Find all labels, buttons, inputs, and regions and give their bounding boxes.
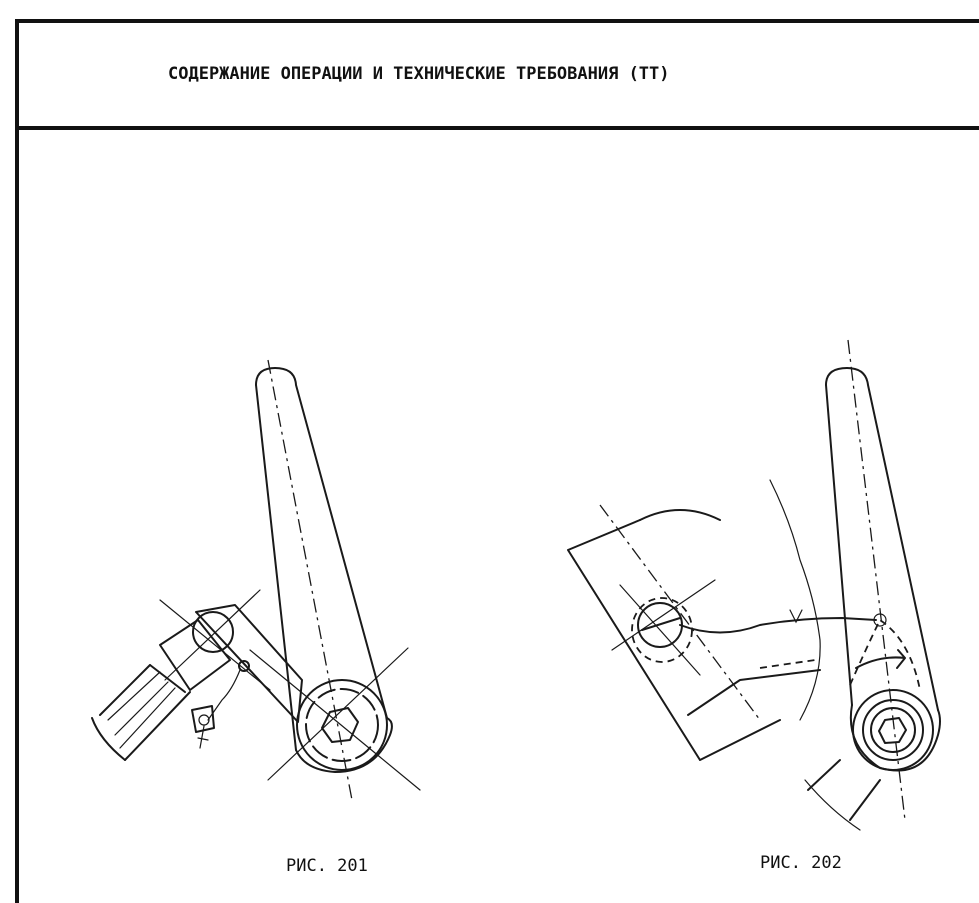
bracket-hidden-edge	[759, 659, 816, 669]
rod-shading	[107, 671, 176, 749]
hex-nut	[878, 717, 907, 744]
wire-hole	[238, 660, 250, 672]
bracket-centerline	[599, 504, 761, 721]
clevis-body	[159, 619, 231, 691]
lower-arm-break	[804, 779, 861, 831]
dashed-lock-outline	[849, 618, 921, 691]
lock-wire	[679, 617, 877, 634]
hub-outer-circle	[852, 689, 934, 771]
frame-top-border	[15, 19, 979, 23]
lever-arm-bottom	[849, 704, 941, 772]
wire-tab-hole	[198, 714, 210, 726]
link-crossline-2	[164, 589, 261, 681]
bracket-top	[639, 509, 721, 521]
clevis-line	[149, 664, 186, 693]
bracket-step	[687, 669, 821, 716]
rod-break	[91, 717, 126, 761]
hub-crossline-2	[249, 649, 421, 791]
bolt-hidden-outline	[631, 597, 693, 663]
figure-202-drawing	[567, 339, 941, 831]
bolt-crossline-2	[619, 584, 701, 676]
arm-centerline	[267, 359, 353, 801]
link-crossline-1	[159, 599, 271, 691]
bolt-slot	[641, 617, 681, 631]
hub-outer-circle	[296, 679, 388, 771]
hub-mid-circle	[862, 699, 924, 761]
rod-edges	[99, 664, 191, 761]
section-title: СОДЕРЖАНИЕ ОПЕРАЦИИ И ТЕХНИЧЕСКИЕ ТРЕБОВ…	[168, 64, 670, 84]
housing-outline	[769, 479, 821, 721]
frame-left-border	[15, 20, 19, 903]
figure-202-caption: РИС. 202	[760, 853, 842, 873]
bracket-edges	[567, 519, 781, 761]
lever-arm-right-edge	[825, 367, 939, 711]
wire-end	[197, 725, 209, 749]
link-pin-circle	[192, 611, 234, 653]
bolt-crossline-1	[611, 579, 716, 651]
direction-arrow	[855, 649, 906, 669]
header-divider	[15, 126, 979, 130]
hub-mid-circle	[305, 688, 379, 762]
wire-tab	[191, 705, 215, 733]
wire-twist-mark	[789, 609, 803, 624]
lower-arm-edges	[807, 759, 881, 821]
hex-nut	[321, 707, 359, 743]
hub-inner-circle	[870, 707, 916, 753]
lever-arm-left-edge	[255, 384, 297, 751]
figure-201-caption: РИС. 201	[286, 856, 368, 876]
figure-201-drawing	[91, 359, 421, 801]
lever-arm-left-edge	[825, 384, 853, 706]
lever-arm-right-edge	[255, 367, 388, 719]
lever-arm-bottom	[295, 717, 393, 773]
hub-crossline-1	[267, 647, 409, 781]
